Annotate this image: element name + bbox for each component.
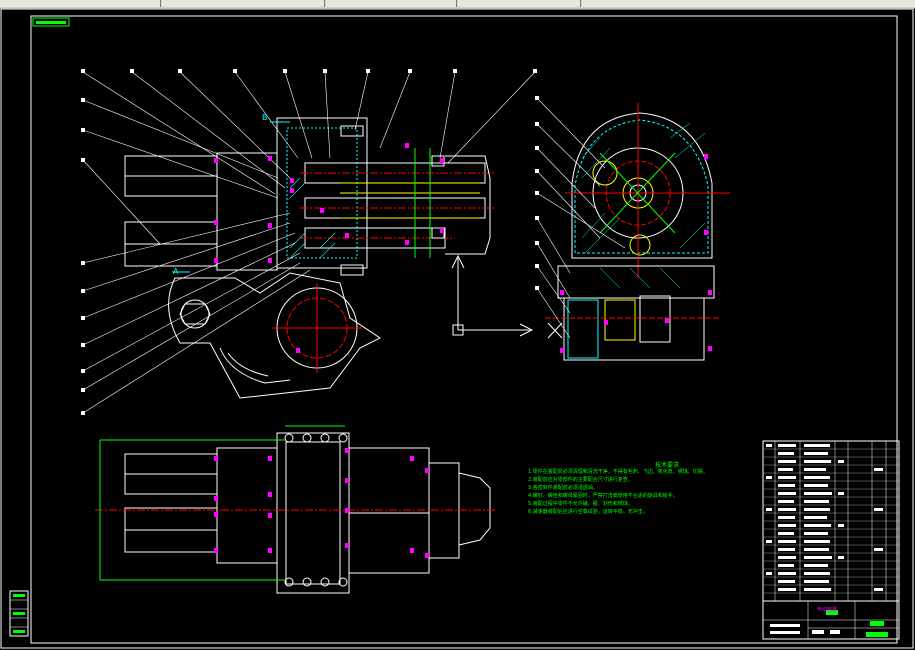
side-balloons (535, 96, 539, 290)
plan-view (95, 425, 495, 594)
ucs-icon (451, 254, 534, 337)
note-line: 5.装配过程中零件不允许磕、碰、划伤和锈蚀。 (528, 501, 633, 507)
note-line: 2.装配前应对零部件的主要配合尺寸进行复查。 (528, 477, 633, 483)
section-mark-b: B (262, 113, 268, 122)
leader-lines-top (82, 71, 536, 195)
revision-strip (9, 590, 29, 637)
tab-3[interactable] (326, 0, 457, 7)
note-line: 3.各密封件装配前必须浸透油。 (528, 485, 598, 491)
magenta-markers-main (214, 143, 444, 353)
parts-list-table (762, 440, 900, 602)
side-section-view (545, 103, 730, 361)
tab-1[interactable] (0, 0, 161, 7)
tab-5[interactable] (582, 0, 915, 7)
tab-4[interactable] (458, 0, 581, 7)
front-section-view (124, 117, 495, 399)
notes-title: 技术要求 (655, 462, 680, 469)
leader-lines-left (82, 99, 311, 414)
title-block-name: 传动装置 (817, 607, 838, 613)
drawing-number-fill (36, 21, 66, 24)
title-block (762, 600, 900, 640)
magenta-markers-side (560, 154, 712, 353)
part-balloons (81, 69, 537, 415)
note-line: 6.减速器装配后应进行空载试验，运转平稳，无冲击。 (528, 509, 648, 515)
note-line: 1.零件在装配前必须清理和清洗干净，不得有毛刺、飞边、氧化皮、锈蚀、切屑。 (528, 469, 708, 475)
sheet-border (0, 8, 914, 649)
note-line: 4.螺钉、螺栓和螺母紧固时，严禁打击或使用不合适的旋具和扳手。 (528, 493, 678, 499)
drawing-number-box (32, 17, 70, 27)
drawing-frame (30, 15, 898, 644)
technical-notes: 1.零件在装配前必须清理和清洗干净，不得有毛刺、飞边、氧化皮、锈蚀、切屑。 2.… (528, 468, 718, 516)
magenta-markers-plan (214, 448, 429, 558)
leader-lines-side (536, 97, 626, 339)
tab-2[interactable] (162, 0, 325, 7)
cad-drawing-canvas[interactable]: B A (0, 8, 915, 650)
